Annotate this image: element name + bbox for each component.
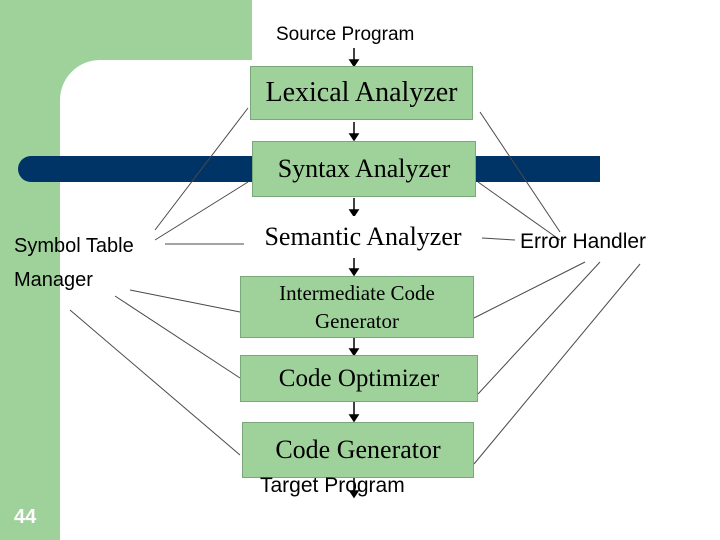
right-connector-codegen bbox=[473, 263, 641, 465]
arrow-codegen-to-target bbox=[348, 490, 360, 499]
arrow-optimizer-to-codegen bbox=[348, 414, 360, 423]
left-connector-syntax bbox=[154, 181, 249, 241]
error-handler-label: Error Handler bbox=[520, 230, 647, 253]
arrow-syntax-to-semantic bbox=[348, 209, 360, 218]
right-connector-lexical bbox=[479, 111, 561, 233]
right-connector-syntax bbox=[477, 181, 561, 241]
left-connector-intermediate bbox=[129, 289, 241, 313]
left-connector-codegen bbox=[69, 309, 241, 456]
arrow-source-to-lexical bbox=[348, 59, 360, 68]
left-connector-lexical bbox=[154, 107, 249, 231]
target-program-label: Target Program bbox=[260, 474, 405, 497]
right-connector-semantic bbox=[481, 237, 516, 241]
intermediate-code-generator-box: Intermediate Code Generator bbox=[240, 276, 474, 338]
right-connector-optimizer bbox=[477, 261, 601, 395]
top-decor-band bbox=[60, 0, 252, 60]
syntax-analyzer-label: Syntax Analyzer bbox=[277, 154, 451, 183]
arrow-semantic-to-intermediate bbox=[348, 268, 360, 277]
semantic-analyzer-label: Semantic Analyzer bbox=[264, 222, 462, 251]
left-decor-band bbox=[0, 0, 60, 540]
source-program-label: Source Program bbox=[276, 24, 415, 45]
syntax-analyzer-box: Syntax Analyzer bbox=[252, 141, 476, 197]
intermediate-code-generator-label: Intermediate Code Generator bbox=[279, 281, 435, 333]
arrow-lexical-to-syntax bbox=[348, 133, 360, 142]
code-optimizer-box: Code Optimizer bbox=[240, 355, 478, 402]
code-optimizer-label: Code Optimizer bbox=[278, 364, 440, 392]
slide-number: 44 bbox=[14, 506, 37, 528]
lexical-analyzer-label: Lexical Analyzer bbox=[265, 77, 458, 108]
left-connector-optimizer bbox=[114, 295, 241, 379]
symbol-table-manager-label: Symbol Table Manager bbox=[14, 235, 134, 291]
right-connector-intermediate bbox=[473, 261, 586, 319]
semantic-analyzer-box: Semantic Analyzer bbox=[244, 216, 482, 258]
code-generator-label: Code Generator bbox=[275, 435, 441, 464]
arrow-intermediate-to-optimizer bbox=[348, 348, 360, 357]
lexical-analyzer-box: Lexical Analyzer bbox=[250, 66, 473, 120]
code-generator-box: Code Generator bbox=[242, 422, 474, 478]
